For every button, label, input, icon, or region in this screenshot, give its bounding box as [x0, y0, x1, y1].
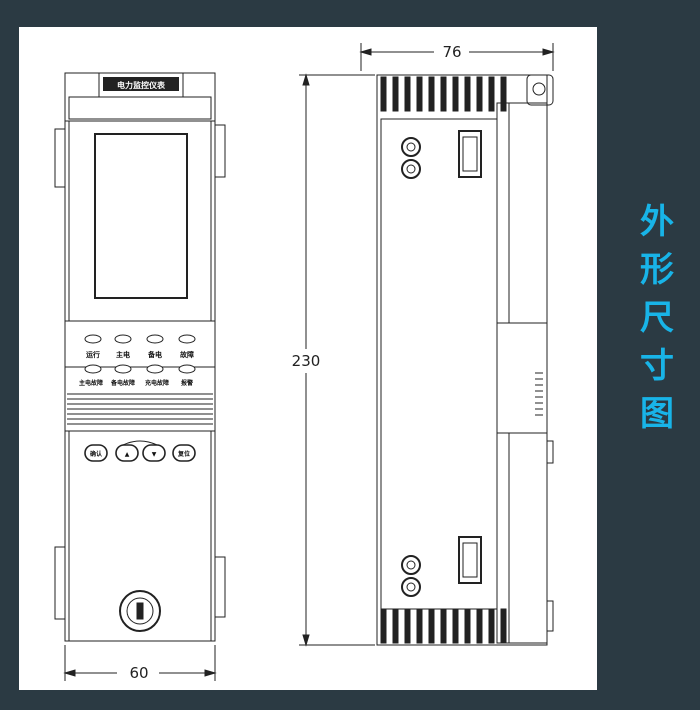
button-up-label[interactable]: ▲ — [125, 451, 130, 458]
side-ridges — [535, 372, 543, 416]
mount-holes-bottom — [401, 555, 421, 597]
title-char-3: 尺 — [640, 298, 674, 338]
side-body — [376, 74, 548, 646]
button-down — [142, 444, 166, 462]
dim-height-label: 230 — [292, 352, 321, 370]
key-lock — [119, 590, 161, 632]
display-window — [94, 133, 188, 299]
title-char-4: 寸 — [640, 346, 674, 386]
title-char-2: 形 — [640, 250, 674, 290]
button-up — [115, 444, 139, 462]
top-hook — [526, 74, 554, 106]
side-top-fins — [380, 76, 507, 112]
indicator-label-8: 报警 — [181, 379, 193, 387]
drawing-title: 外 形 尺 寸 图 — [627, 200, 687, 436]
indicator-label-7: 充电故障 — [145, 379, 169, 387]
left-clip-bottom — [54, 546, 66, 620]
indicator-label-2: 主电 — [116, 350, 130, 359]
indicator-label-3: 备电 — [147, 350, 162, 359]
drawing-sheet: 60 76 230 电力监控仪表 运行 主电 备电 故障 主电故障 备电故障 充… — [19, 27, 597, 690]
left-clip-top — [54, 128, 66, 188]
dim-front-width-label: 60 — [129, 664, 148, 682]
dim-side-depth — [359, 43, 555, 71]
button-confirm-label[interactable]: 确认 — [90, 450, 103, 458]
indicator-label-5: 主电故障 — [79, 379, 103, 387]
mount-holes-top — [401, 137, 421, 179]
side-inner-plate — [380, 118, 498, 610]
led-row-1 — [84, 334, 196, 344]
button-down-label[interactable]: ▼ — [152, 451, 157, 458]
slot-bottom — [458, 536, 482, 584]
hook-hole — [532, 82, 546, 96]
dimension-drawing: 60 76 230 电力监控仪表 运行 主电 备电 故障 主电故障 备电故障 充… — [54, 43, 555, 682]
dim-front-width — [63, 645, 217, 681]
dim-side-depth-label: 76 — [442, 43, 461, 61]
side-bottom-fins — [380, 608, 507, 644]
logo-text: 电力监控仪表 — [117, 80, 166, 90]
indicator-label-6: 备电故障 — [110, 379, 135, 387]
right-clip-top — [214, 124, 226, 178]
button-reset — [172, 444, 196, 462]
indicator-label-4: 故障 — [180, 350, 194, 359]
side-view — [376, 74, 554, 646]
led-row-2 — [84, 364, 196, 374]
button-reset-label[interactable]: 复位 — [177, 450, 190, 458]
button-bracket — [122, 440, 158, 446]
indicator-label-1: 运行 — [86, 350, 100, 359]
title-char-5: 图 — [640, 394, 674, 434]
button-confirm — [84, 444, 108, 462]
title-char-1: 外 — [640, 202, 674, 242]
dim-height — [299, 73, 375, 647]
right-clip-bottom — [214, 556, 226, 618]
slot-top — [458, 130, 482, 178]
front-vents — [67, 393, 213, 425]
front-view — [54, 72, 226, 642]
